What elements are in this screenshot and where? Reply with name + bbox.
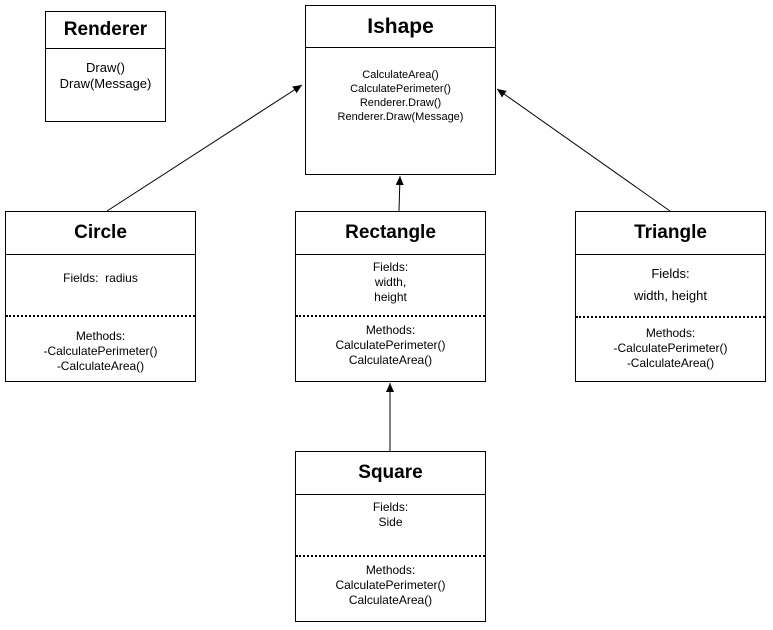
square-fields: Fields: Side [296, 500, 485, 530]
renderer-method: Draw() [86, 60, 125, 75]
renderer-method: Draw(Message) [59, 76, 152, 91]
square-method: CalculatePerimeter() [335, 578, 446, 592]
rectangle-separator [296, 315, 485, 317]
triangle-fields: Fields: width, height [576, 263, 765, 307]
rectangle-field: Fields: [372, 260, 409, 274]
triangle-method: Methods: [645, 326, 696, 340]
square-method: CalculateArea() [348, 593, 433, 607]
rectangle-method: CalculatePerimeter() [335, 338, 446, 352]
ishape-interface-box: Ishape CalculateArea() CalculatePerimete… [305, 5, 496, 175]
square-class-title: Square [296, 452, 485, 495]
circle-class-box: Circle Fields: radius Methods: -Calculat… [5, 211, 196, 382]
circle-methods: Methods: -CalculatePerimeter() -Calculat… [6, 329, 195, 374]
rectangle-class-box: Rectangle Fields: width, height Methods:… [295, 211, 486, 382]
triangle-separator [576, 316, 765, 318]
triangle-field: width, height [634, 288, 707, 303]
renderer-class-title: Renderer [46, 12, 165, 49]
triangle-methods: Methods: -CalculatePerimeter() -Calculat… [576, 326, 765, 371]
circle-method: -CalculatePerimeter() [43, 344, 158, 358]
circle-class-title: Circle [6, 212, 195, 255]
rectangle-method: CalculateArea() [348, 353, 433, 367]
circle-separator [6, 315, 195, 317]
rectangle-class-title: Rectangle [296, 212, 485, 255]
rectangle-to-ishape-arrow [395, 175, 404, 212]
square-method: Methods: [365, 563, 416, 577]
triangle-method: -CalculatePerimeter() [613, 341, 728, 355]
rectangle-fields: Fields: width, height [296, 260, 485, 305]
square-separator [296, 555, 485, 557]
ishape-method: Renderer.Draw() [359, 97, 442, 109]
renderer-class-box: Renderer Draw() Draw(Message) [45, 11, 166, 122]
circle-fields: Fields: radius [6, 271, 195, 286]
triangle-field: Fields: [651, 266, 690, 281]
renderer-methods: Draw() Draw(Message) [46, 60, 165, 92]
rectangle-field: width, [374, 275, 407, 289]
square-methods: Methods: CalculatePerimeter() CalculateA… [296, 563, 485, 608]
triangle-method: -CalculateArea() [626, 356, 715, 370]
ishape-method: CalculatePerimeter() [350, 83, 451, 95]
circle-method: Methods: [75, 329, 126, 343]
square-class-box: Square Fields: Side Methods: CalculatePe… [295, 451, 486, 622]
square-field: Side [378, 515, 403, 529]
ishape-interface-title: Ishape [306, 6, 495, 48]
rectangle-methods: Methods: CalculatePerimeter() CalculateA… [296, 323, 485, 368]
circle-method: -CalculateArea() [56, 359, 145, 373]
triangle-class-box: Triangle Fields: width, height Methods: … [575, 211, 766, 382]
triangle-class-title: Triangle [576, 212, 765, 255]
ishape-methods: CalculateArea() CalculatePerimeter() Ren… [306, 68, 495, 124]
square-field: Fields: [372, 500, 409, 514]
triangle-to-ishape-arrow [496, 88, 671, 212]
circle-field: Fields: radius [63, 271, 138, 285]
rectangle-field: height [374, 290, 407, 304]
rectangle-method: Methods: [365, 323, 416, 337]
ishape-method: CalculateArea() [362, 69, 439, 81]
ishape-method: Renderer.Draw(Message) [337, 111, 464, 123]
